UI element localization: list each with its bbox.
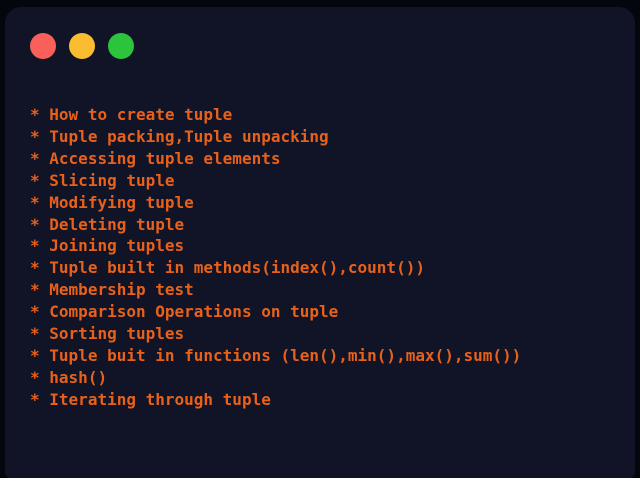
close-button[interactable] [30, 33, 56, 59]
bullet: * [30, 148, 40, 168]
bullet: * [30, 192, 40, 212]
bullet: * [30, 302, 40, 322]
bullet: * [30, 345, 40, 365]
terminal-line: * Iterating through tuple [30, 389, 625, 411]
terminal-line: * Tuple buit in functions (len(),min(),m… [30, 345, 625, 367]
bullet: * [30, 236, 40, 256]
topic-text: Modifying tuple [49, 192, 194, 212]
topic-text: Membership test [49, 280, 194, 300]
bullet: * [30, 105, 40, 124]
bullet: * [30, 126, 40, 146]
topic-text: Tuple built in methods(index(),count()) [49, 258, 425, 278]
terminal-line: * Tuple built in methods(index(),count()… [30, 257, 625, 279]
bullet: * [30, 389, 40, 409]
terminal-line: * Deleting tuple [30, 214, 625, 236]
topic-text: Iterating through tuple [49, 389, 271, 409]
topic-text: hash() [49, 367, 108, 387]
terminal-line: * Comparison Operations on tuple [30, 301, 625, 323]
topic-text: Tuple buit in functions (len(),min(),max… [49, 345, 522, 365]
terminal-output: * How to create tuple* Tuple packing,Tup… [30, 104, 625, 411]
terminal-line: * Modifying tuple [30, 192, 625, 214]
terminal-window: * How to create tuple* Tuple packing,Tup… [5, 7, 635, 478]
terminal-line: * Membership test [30, 279, 625, 301]
bullet: * [30, 170, 40, 190]
topic-text: Comparison Operations on tuple [49, 302, 339, 322]
zoom-button[interactable] [108, 33, 134, 59]
topic-text: Accessing tuple elements [49, 148, 281, 168]
terminal-line: * Slicing tuple [30, 170, 625, 192]
bullet: * [30, 367, 40, 387]
topic-text: Joining tuples [49, 236, 185, 256]
topic-text: How to create tuple [49, 105, 233, 124]
terminal-line: * hash() [30, 367, 625, 389]
bullet: * [30, 214, 40, 234]
terminal-line: * How to create tuple [30, 104, 625, 126]
minimize-button[interactable] [69, 33, 95, 59]
window-titlebar [30, 33, 134, 59]
bullet: * [30, 280, 40, 300]
terminal-line: * Accessing tuple elements [30, 148, 625, 170]
terminal-line: * Joining tuples [30, 235, 625, 257]
topic-text: Slicing tuple [49, 170, 175, 190]
topic-text: Deleting tuple [49, 214, 185, 234]
topic-text: Sorting tuples [49, 324, 185, 344]
topic-text: Tuple packing,Tuple unpacking [49, 126, 329, 146]
terminal-line: * Sorting tuples [30, 323, 625, 345]
bullet: * [30, 324, 40, 344]
bullet: * [30, 258, 40, 278]
terminal-line: * Tuple packing,Tuple unpacking [30, 126, 625, 148]
